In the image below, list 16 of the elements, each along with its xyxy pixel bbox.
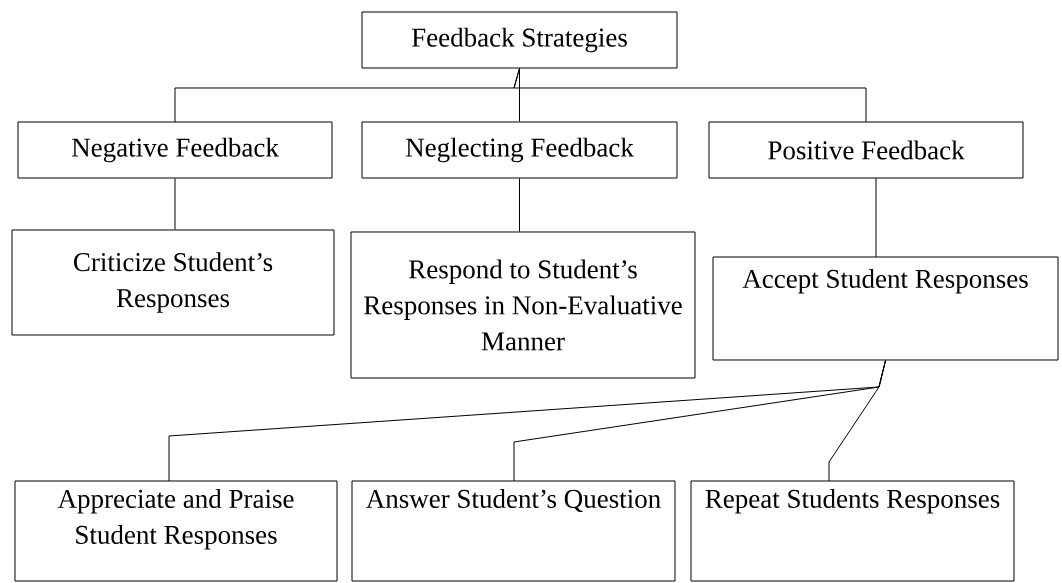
- label-box: Negative Feedback: [17, 121, 333, 179]
- connector-line: [519, 68, 520, 122]
- label-box: Appreciate and Praise Student Responses: [14, 480, 338, 582]
- label-box: Accept Student Responses: [712, 256, 1059, 361]
- label-box: Criticize Student’s Responses: [11, 229, 335, 336]
- connector-line: [513, 68, 867, 123]
- connector-line: [875, 177, 877, 258]
- connector-line: [174, 178, 176, 230]
- label-box: Repeat Students Responses: [690, 480, 1015, 582]
- label-box: Feedback Strategies: [361, 11, 678, 69]
- label-box: Answer Student’s Question: [351, 480, 676, 582]
- label-box: Respond to Student’s Responses in Non-Evaluative Manner: [350, 231, 696, 379]
- connector-line: [519, 178, 520, 232]
- label-box: Neglecting Feedback: [361, 121, 678, 179]
- connector-line: [828, 360, 886, 482]
- label-box: Positive Feedback: [708, 121, 1024, 179]
